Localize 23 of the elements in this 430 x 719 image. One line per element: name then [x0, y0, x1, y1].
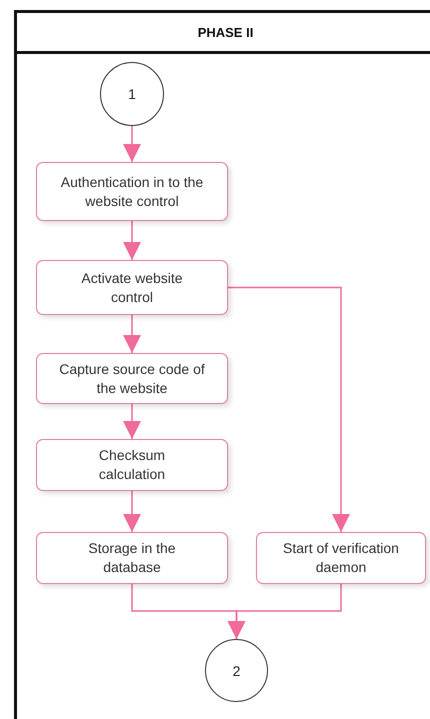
process-box: [36, 532, 228, 584]
connector-number: 2: [232, 662, 240, 678]
connector-number: 1: [128, 86, 136, 102]
process-box: [36, 260, 228, 315]
arrow: [123, 126, 141, 162]
arrow: [123, 491, 141, 532]
process-label: Capture source code of the website: [58, 360, 206, 398]
arrow: [228, 286, 350, 532]
process-label: Storage in the database: [87, 539, 177, 577]
swimlane-frame: [14, 10, 430, 719]
process-label: Checksum calculation: [98, 446, 166, 484]
lane-header: PHASE II: [17, 13, 430, 54]
process-box: [256, 532, 426, 584]
process-box: [36, 162, 228, 221]
arrow: [123, 221, 141, 260]
arrow: [228, 584, 342, 639]
process-label: Start of verification daemon: [282, 539, 400, 577]
arrow: [123, 315, 141, 353]
arrow: [123, 404, 141, 439]
process-label: Authentication in to the website control: [60, 172, 204, 210]
process-label: Activate website control: [80, 268, 184, 306]
process-box: [36, 353, 228, 404]
process-box: [36, 439, 228, 491]
